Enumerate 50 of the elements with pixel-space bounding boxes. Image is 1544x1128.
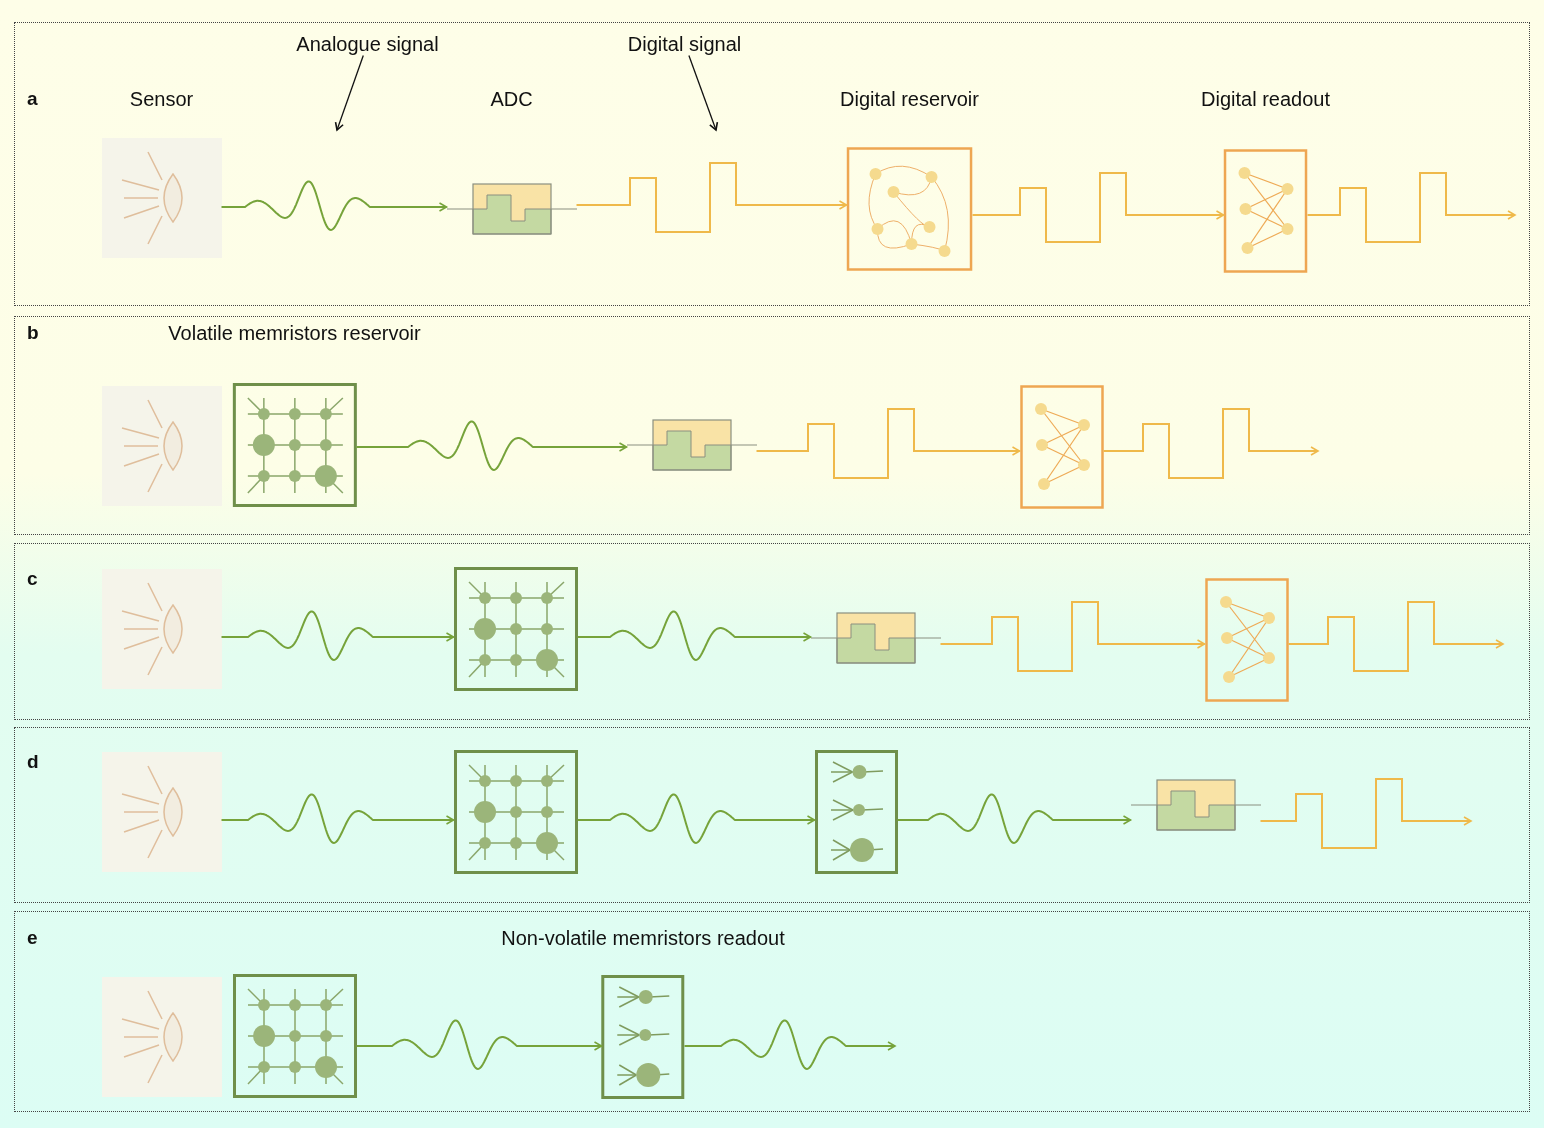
panel-letter: a [27, 88, 38, 110]
adc-icon [1130, 778, 1261, 831]
memristor-crossbar-icon [453, 749, 578, 874]
analogue-wave-arrow [220, 793, 455, 844]
analogue-wave-arrow [576, 610, 812, 661]
panel [14, 316, 1530, 535]
digital-pulse-arrow [1287, 601, 1504, 672]
panel [14, 543, 1530, 720]
analogue-wave-arrow [896, 793, 1132, 844]
heading-text: Digital reservoir [840, 86, 979, 111]
digital-pulse-arrow [1102, 408, 1319, 479]
digital-pulse-arrow [755, 408, 1021, 479]
digital-pulse-arrow [1259, 778, 1472, 849]
leader-line [688, 54, 719, 131]
panel [14, 727, 1530, 903]
analogue-wave-arrow [683, 1019, 896, 1070]
readout-network-icon [1019, 384, 1104, 509]
heading-text: Non-volatile memristors readout [501, 925, 785, 950]
leader-line [334, 54, 364, 131]
heading-text: ADC [490, 86, 533, 111]
panel [14, 911, 1530, 1112]
analogue-wave-arrow [576, 793, 816, 844]
analogue-wave-arrow [355, 420, 628, 471]
heading-text: Volatile memristors reservoir [168, 320, 421, 345]
panel-letter: d [27, 751, 39, 773]
analogue-wave-arrow [220, 180, 448, 231]
panel [14, 22, 1530, 306]
sensor-icon [101, 976, 222, 1097]
annotation-text: Digital signal [627, 31, 742, 56]
digital-pulse-arrow [1306, 172, 1516, 243]
panel-letter: c [27, 568, 38, 590]
sensor-icon [101, 385, 222, 506]
neuron-readout-icon [814, 749, 898, 874]
readout-network-icon [1204, 577, 1289, 702]
panel-letter: b [27, 322, 39, 344]
analogue-wave-arrow [220, 610, 455, 661]
analogue-wave-arrow [355, 1019, 603, 1070]
digital-pulse-arrow [971, 172, 1225, 243]
adc-icon [626, 418, 757, 471]
digital-pulse-arrow [939, 601, 1206, 672]
adc-icon [810, 611, 941, 664]
annotation-text: Analogue signal [296, 31, 439, 56]
panel-letter: e [27, 927, 38, 949]
sensor-icon [101, 751, 222, 872]
heading-text: Digital readout [1201, 86, 1330, 111]
sensor-icon [101, 568, 222, 689]
heading-text: Sensor [129, 86, 194, 111]
memristor-crossbar-icon [453, 566, 578, 691]
memristor-crossbar-icon [232, 973, 357, 1098]
digital-pulse-arrow [575, 162, 848, 233]
